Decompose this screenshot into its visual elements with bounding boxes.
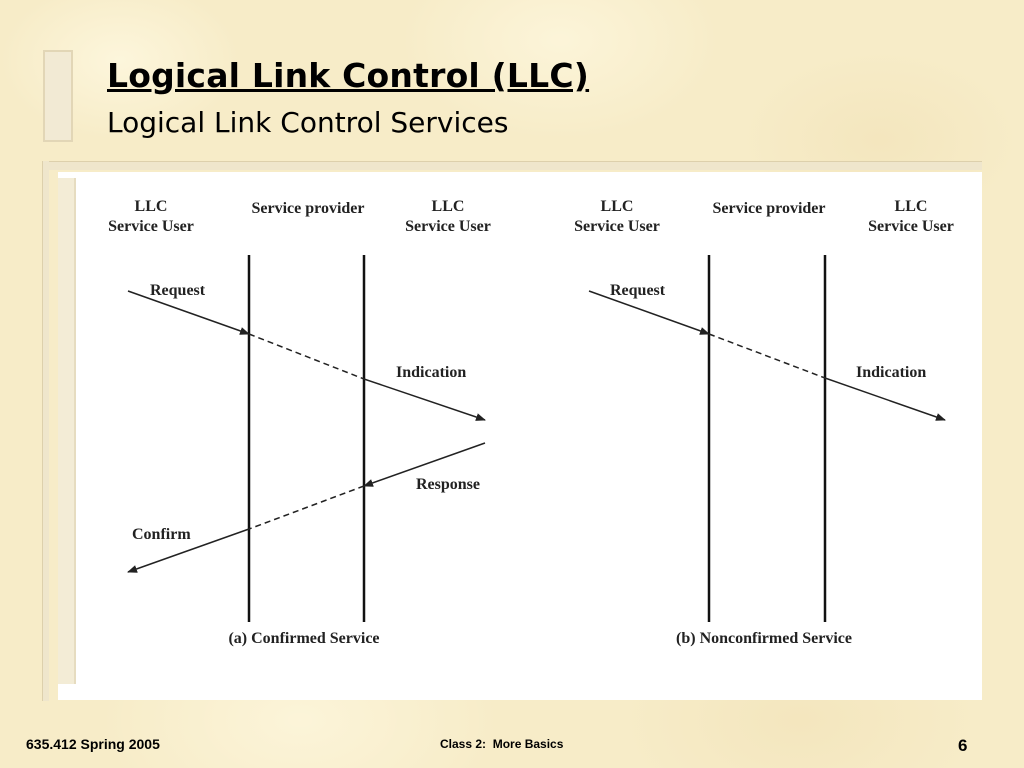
indication-label-a: Indication: [396, 364, 466, 381]
request-dashed-b: [708, 333, 826, 379]
response-dashed-a: [248, 485, 365, 530]
provider-label-b: Service provider: [712, 200, 825, 217]
slide-subtitle: Logical Link Control Services: [107, 106, 509, 139]
response-arrow-a: [363, 442, 486, 487]
caption-a: (a) Confirmed Service: [228, 630, 379, 647]
horizontal-divider: [42, 161, 982, 170]
right-user-label-a: LLC: [432, 198, 465, 215]
page-number: 6: [958, 736, 968, 755]
confirm-arrow-a: [127, 528, 250, 573]
right-user-label-a-2: Service User: [405, 218, 491, 235]
confirmed-service-diagram: LLC Service User Service provider LLC Se…: [108, 198, 491, 647]
request-label-a: Request: [150, 282, 206, 299]
vertical-divider: [42, 161, 49, 701]
request-arrow-b: [588, 290, 710, 335]
provider-label-a: Service provider: [251, 200, 364, 217]
title-accent-bar: [43, 50, 73, 142]
indication-label-b: Indication: [856, 364, 926, 381]
left-user-label-b-2: Service User: [574, 218, 660, 235]
footer-class-title: Class 2: More Basics: [440, 737, 564, 751]
request-label-b: Request: [610, 282, 666, 299]
diagram-panel: [58, 172, 982, 700]
confirm-label-a: Confirm: [132, 526, 191, 543]
request-arrow-a: [127, 290, 250, 335]
footer-course: 635.412 Spring 2005: [26, 736, 160, 752]
slide-title: Logical Link Control (LLC): [107, 56, 590, 95]
indication-arrow-b: [824, 377, 946, 421]
indication-arrow-a: [363, 378, 486, 421]
right-user-label-b: LLC: [895, 198, 928, 215]
left-user-label-a-2: Service User: [108, 218, 194, 235]
left-user-label-b: LLC: [601, 198, 634, 215]
response-label-a: Response: [416, 476, 480, 493]
caption-b: (b) Nonconfirmed Service: [676, 630, 852, 647]
nonconfirmed-service-diagram: LLC Service User Service provider LLC Se…: [574, 198, 954, 647]
right-user-label-b-2: Service User: [868, 218, 954, 235]
request-dashed-a: [248, 333, 365, 380]
left-user-label-a: LLC: [135, 198, 168, 215]
panel-inset-strip: [58, 178, 76, 684]
